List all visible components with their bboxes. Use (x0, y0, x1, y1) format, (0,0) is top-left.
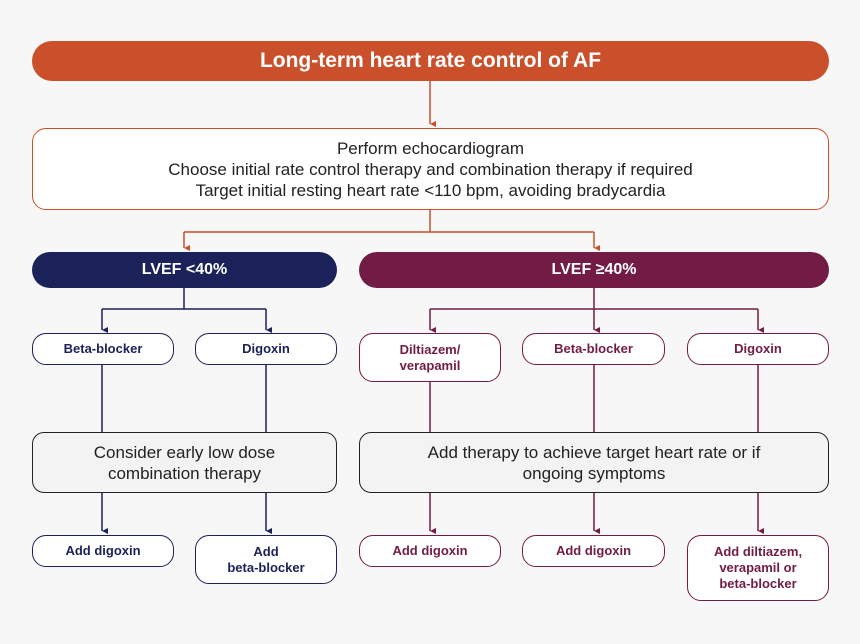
left-consider-box: Consider early low dose combination ther… (32, 432, 337, 493)
left-add-line-1: Add (253, 543, 279, 559)
left-add-line-1: Add digoxin (65, 543, 141, 558)
right-add-line-1: Add digoxin (555, 543, 632, 558)
left-drug-label: Digoxin (242, 341, 290, 356)
right-add-line-3: beta-blocker (719, 576, 797, 591)
intro-line-1: Perform echocardiogram (336, 138, 525, 158)
right-add-digoxin-1: Add digoxin (359, 535, 501, 567)
left-drug-label: Beta-blocker (63, 341, 143, 356)
intro-line-2: Choose initial rate control therapy and … (168, 159, 693, 179)
lvef-low-header: LVEF <40% (32, 252, 337, 288)
right-drug-beta-blocker: Beta-blocker (522, 333, 665, 365)
left-add-line-2: beta-blocker (227, 559, 305, 575)
right-drug-label-line-1: Diltiazem/ (399, 341, 461, 357)
left-add-beta-blocker: Add beta-blocker (195, 535, 337, 584)
left-add-digoxin: Add digoxin (32, 535, 174, 567)
right-drug-label-line-2: verapamil (399, 357, 461, 373)
right-add-digoxin-2: Add digoxin (522, 535, 665, 567)
right-consider-box: Add therapy to achieve target heart rate… (359, 432, 829, 493)
right-drug-label: Beta-blocker (554, 341, 633, 356)
right-add-diltiazem-verapamil-beta-blocker: Add diltiazem, verapamil or beta-blocker (687, 535, 829, 601)
intro-line-3: Target initial resting heart rate <110 b… (195, 180, 666, 200)
right-add-line-1: Add diltiazem, (713, 544, 803, 559)
diagram-title: Long-term heart rate control of AF (32, 41, 829, 81)
right-drug-diltiazem-verapamil: Diltiazem/ verapamil (359, 333, 501, 382)
right-consider-line-2: ongoing symptoms (522, 463, 666, 483)
lvef-high-header: LVEF ≥40% (359, 252, 829, 288)
left-drug-beta-blocker: Beta-blocker (32, 333, 174, 365)
intro-box: Perform echocardiogram Choose initial ra… (32, 128, 829, 210)
left-consider-line-1: Consider early low dose (93, 442, 276, 462)
left-consider-line-2: combination therapy (107, 463, 262, 483)
right-add-line-1: Add digoxin (392, 543, 468, 558)
lvef-high-header-text: LVEF ≥40% (551, 261, 637, 278)
right-drug-digoxin: Digoxin (687, 333, 829, 365)
left-drug-digoxin: Digoxin (195, 333, 337, 365)
right-consider-line-1: Add therapy to achieve target heart rate… (427, 442, 761, 462)
diagram-title-text: Long-term heart rate control of AF (259, 49, 602, 72)
right-add-line-2: verapamil or (719, 560, 797, 575)
lvef-low-header-text: LVEF <40% (141, 261, 228, 278)
right-drug-label: Digoxin (734, 341, 782, 356)
